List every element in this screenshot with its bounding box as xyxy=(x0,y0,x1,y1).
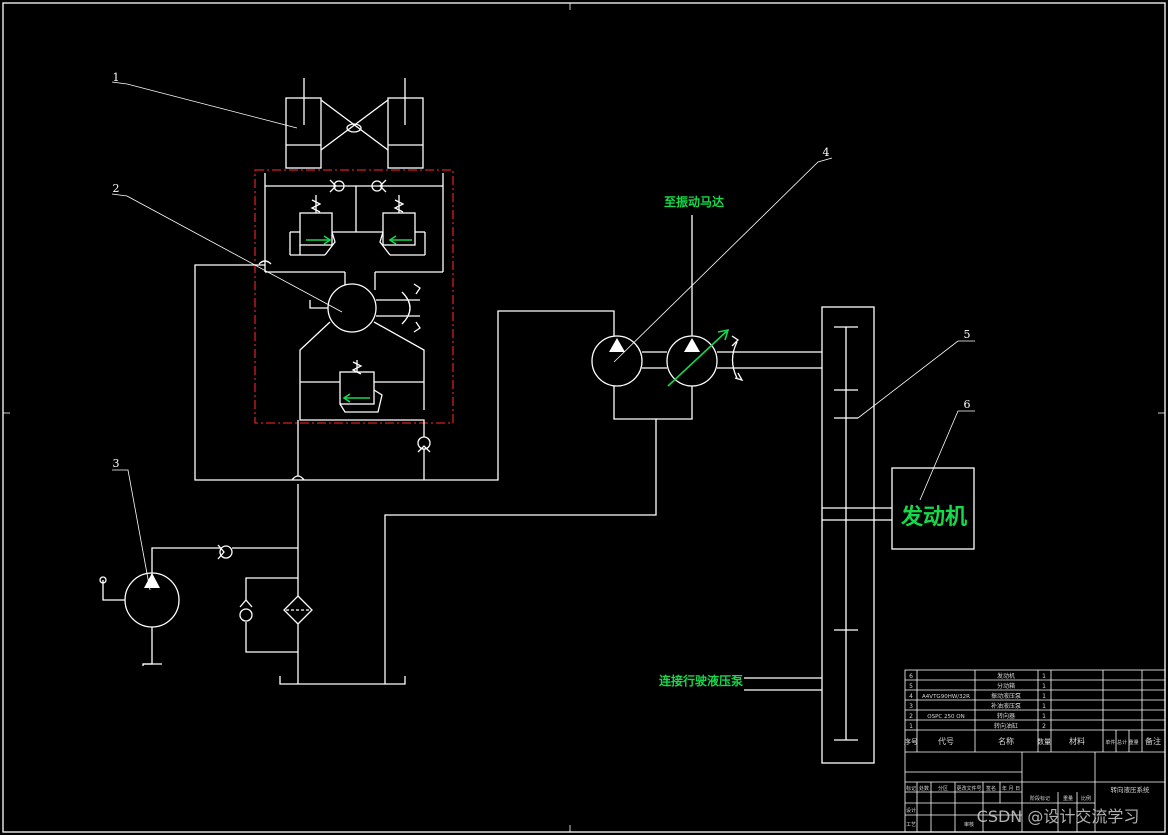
watermark: CSDN @设计交流学习 xyxy=(977,807,1140,826)
part-no: 5 xyxy=(909,683,913,690)
part-name: 补油液压泵 xyxy=(991,702,1021,710)
sign-label: 年 月 日 xyxy=(1002,785,1020,792)
parts-list: 6 发动机 1 5 分动箱 1 4 A4VTG90HW/32R 振动液压泵 1 … xyxy=(909,672,1046,730)
part-no: 2 xyxy=(909,713,913,720)
header-material: 材料 xyxy=(1069,736,1085,746)
steering-unit-circuit xyxy=(264,173,444,413)
role-review: 审核 xyxy=(964,821,974,828)
header-remark: 备注 xyxy=(1145,736,1161,746)
sign-label: 分区 xyxy=(938,785,948,792)
label-motor: 至振动马达 xyxy=(664,194,724,209)
callout-3: 3 xyxy=(113,457,120,470)
part-name: 转向器 xyxy=(997,712,1015,720)
part-name: 转向油缸 xyxy=(994,722,1018,730)
variable-pump-arrow xyxy=(667,328,730,387)
role-design: 设计 xyxy=(906,807,916,814)
header-qty: 数量 xyxy=(1037,737,1051,746)
drawing-title: 转向液压系统 xyxy=(1111,785,1151,794)
part-no: 1 xyxy=(909,723,913,730)
part-name: 分动箱 xyxy=(997,682,1015,690)
part-name: 振动液压泵 xyxy=(991,692,1021,700)
header-code: 代号 xyxy=(938,736,954,746)
part-no: 4 xyxy=(909,693,913,700)
parts-header: 序号 代号 名称 数量 材料 单件 总计 重量 备注 xyxy=(904,736,1161,746)
header-weight: 单件 总计 重量 xyxy=(1105,739,1138,746)
part-code: A4VTG90HW/32R xyxy=(922,694,970,700)
stage-mark: 阶段标记 xyxy=(1030,795,1050,802)
part-name: 发动机 xyxy=(997,672,1015,680)
callout-1: 1 xyxy=(113,71,120,84)
piping xyxy=(99,215,975,764)
sign-label: 标记 xyxy=(906,785,916,792)
sign-label: 签名 xyxy=(986,785,996,792)
signature-row: 标记 处数 分区 更改文件号 签名 年 月 日 设计 工艺 审核 阶段标记 重量… xyxy=(906,785,1150,828)
role-process: 工艺 xyxy=(906,822,916,828)
part-qty: 1 xyxy=(1042,703,1046,710)
part-no: 3 xyxy=(909,703,913,710)
callout-6: 6 xyxy=(964,398,971,411)
callout-4: 4 xyxy=(823,146,830,159)
sign-label: 处数 xyxy=(919,785,929,792)
stage-scale: 比例 xyxy=(1081,795,1091,802)
stage-weight: 重量 xyxy=(1063,795,1073,802)
header-no: 序号 xyxy=(904,737,918,746)
leader-lines xyxy=(111,81,975,591)
part-no: 6 xyxy=(909,673,913,680)
pump-triangles xyxy=(144,338,700,588)
part-qty: 1 xyxy=(1042,673,1046,680)
callout-5: 5 xyxy=(964,328,971,341)
part-code: OSPC 250 ON xyxy=(927,714,964,720)
steering-cylinders xyxy=(285,78,424,169)
part-qty: 1 xyxy=(1042,713,1046,720)
part-qty: 2 xyxy=(1042,723,1046,730)
part-qty: 1 xyxy=(1042,683,1046,690)
sign-label: 更改文件号 xyxy=(956,785,981,792)
valve-flow-arrows xyxy=(306,235,412,403)
callout-2: 2 xyxy=(113,182,120,195)
steering-unit-frame xyxy=(254,169,454,424)
label-travel-pump: 连接行驶液压泵 xyxy=(659,673,743,688)
label-engine: 发动机 xyxy=(900,504,967,530)
title-block xyxy=(904,669,1166,833)
header-name: 名称 xyxy=(998,736,1014,746)
part-qty: 1 xyxy=(1042,693,1046,700)
border-ticks xyxy=(3,3,1165,832)
